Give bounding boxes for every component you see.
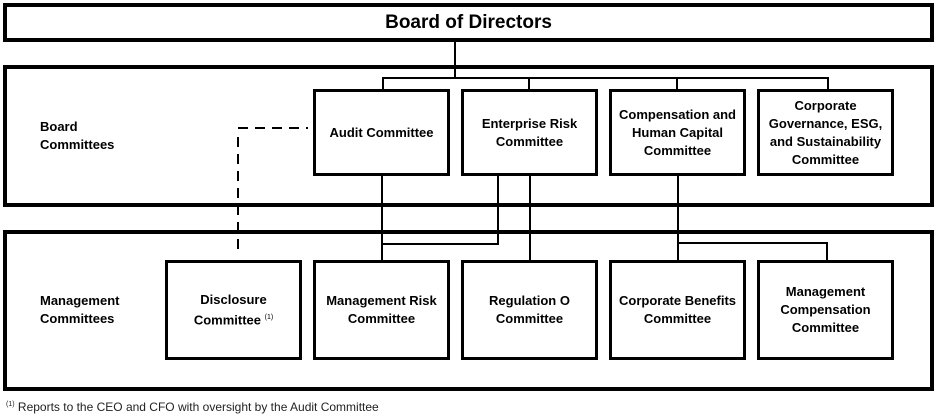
connector-to-erm bbox=[528, 77, 530, 91]
disclosure-committee-label: Disclosure Committee bbox=[193, 291, 267, 328]
board-committees-label: Board Committees bbox=[40, 118, 114, 154]
corporate-benefits-committee-box: Corporate Benefits Committee bbox=[609, 260, 746, 360]
disclosure-committee-box: Disclosure Committee (1) bbox=[165, 260, 302, 360]
management-committees-label: Management Committees bbox=[40, 292, 119, 328]
connector-comp-to-mgmt-comp bbox=[826, 242, 828, 261]
corporate-governance-committee-label: Corporate Governance, ESG, and Sustainab… bbox=[768, 97, 883, 167]
management-risk-committee-box: Management Risk Committee bbox=[313, 260, 450, 360]
enterprise-risk-committee-box: Enterprise Risk Committee bbox=[461, 89, 598, 176]
footnote-marker-ref: (1) bbox=[6, 401, 15, 408]
board-committees-label-line2: Committees bbox=[40, 137, 115, 152]
corporate-benefits-committee-label: Corporate Benefits Committee bbox=[618, 293, 737, 326]
disclosure-committee-text: Disclosure Committee (1) bbox=[172, 291, 295, 329]
footnote: (1) Reports to the CEO and CFO with over… bbox=[6, 400, 379, 414]
management-compensation-committee-box: Management Compensation Committee bbox=[757, 260, 894, 360]
dashed-connector-audit-horizontal bbox=[238, 127, 308, 129]
board-of-directors-title: Board of Directors bbox=[385, 11, 552, 33]
management-risk-committee-label: Management Risk Committee bbox=[326, 293, 437, 326]
connector-board-down bbox=[454, 42, 456, 79]
connector-comp-to-corp-benefits bbox=[677, 175, 679, 261]
connector-erm-to-reg-o bbox=[529, 175, 531, 261]
board-of-directors-box: Board of Directors bbox=[3, 3, 934, 42]
compensation-human-capital-committee-label: Compensation and Human Capital Committee bbox=[618, 106, 736, 158]
corporate-governance-committee-box: Corporate Governance, ESG, and Sustainab… bbox=[757, 89, 894, 176]
connector-erm-left-down bbox=[497, 175, 499, 245]
footnote-marker: (1) bbox=[264, 313, 274, 321]
audit-committee-label: Audit Committee bbox=[329, 124, 434, 140]
connector-to-comp bbox=[676, 77, 678, 91]
board-committees-label-line1: Board bbox=[40, 119, 78, 134]
management-committees-label-line1: Management bbox=[40, 293, 120, 308]
audit-committee-box: Audit Committee bbox=[313, 89, 450, 176]
management-committees-label-line2: Committees bbox=[40, 311, 115, 326]
connector-erm-to-mgmt-risk bbox=[381, 243, 499, 245]
footnote-text: Reports to the CEO and CFO with oversigh… bbox=[17, 400, 379, 414]
connector-board-committees-bus bbox=[382, 77, 829, 79]
dashed-connector-to-disclosure bbox=[237, 137, 239, 255]
connector-audit-to-mgmt-risk bbox=[381, 175, 383, 261]
regulation-o-committee-box: Regulation O Committee bbox=[461, 260, 598, 360]
connector-to-corpgov bbox=[827, 77, 829, 91]
connector-to-audit bbox=[382, 77, 384, 91]
management-compensation-committee-label: Management Compensation Committee bbox=[780, 284, 871, 335]
enterprise-risk-committee-label: Enterprise Risk Committee bbox=[481, 115, 578, 149]
regulation-o-committee-label: Regulation O Committee bbox=[489, 293, 570, 326]
connector-comp-branch bbox=[677, 242, 828, 244]
compensation-human-capital-committee-box: Compensation and Human Capital Committee bbox=[609, 89, 746, 176]
